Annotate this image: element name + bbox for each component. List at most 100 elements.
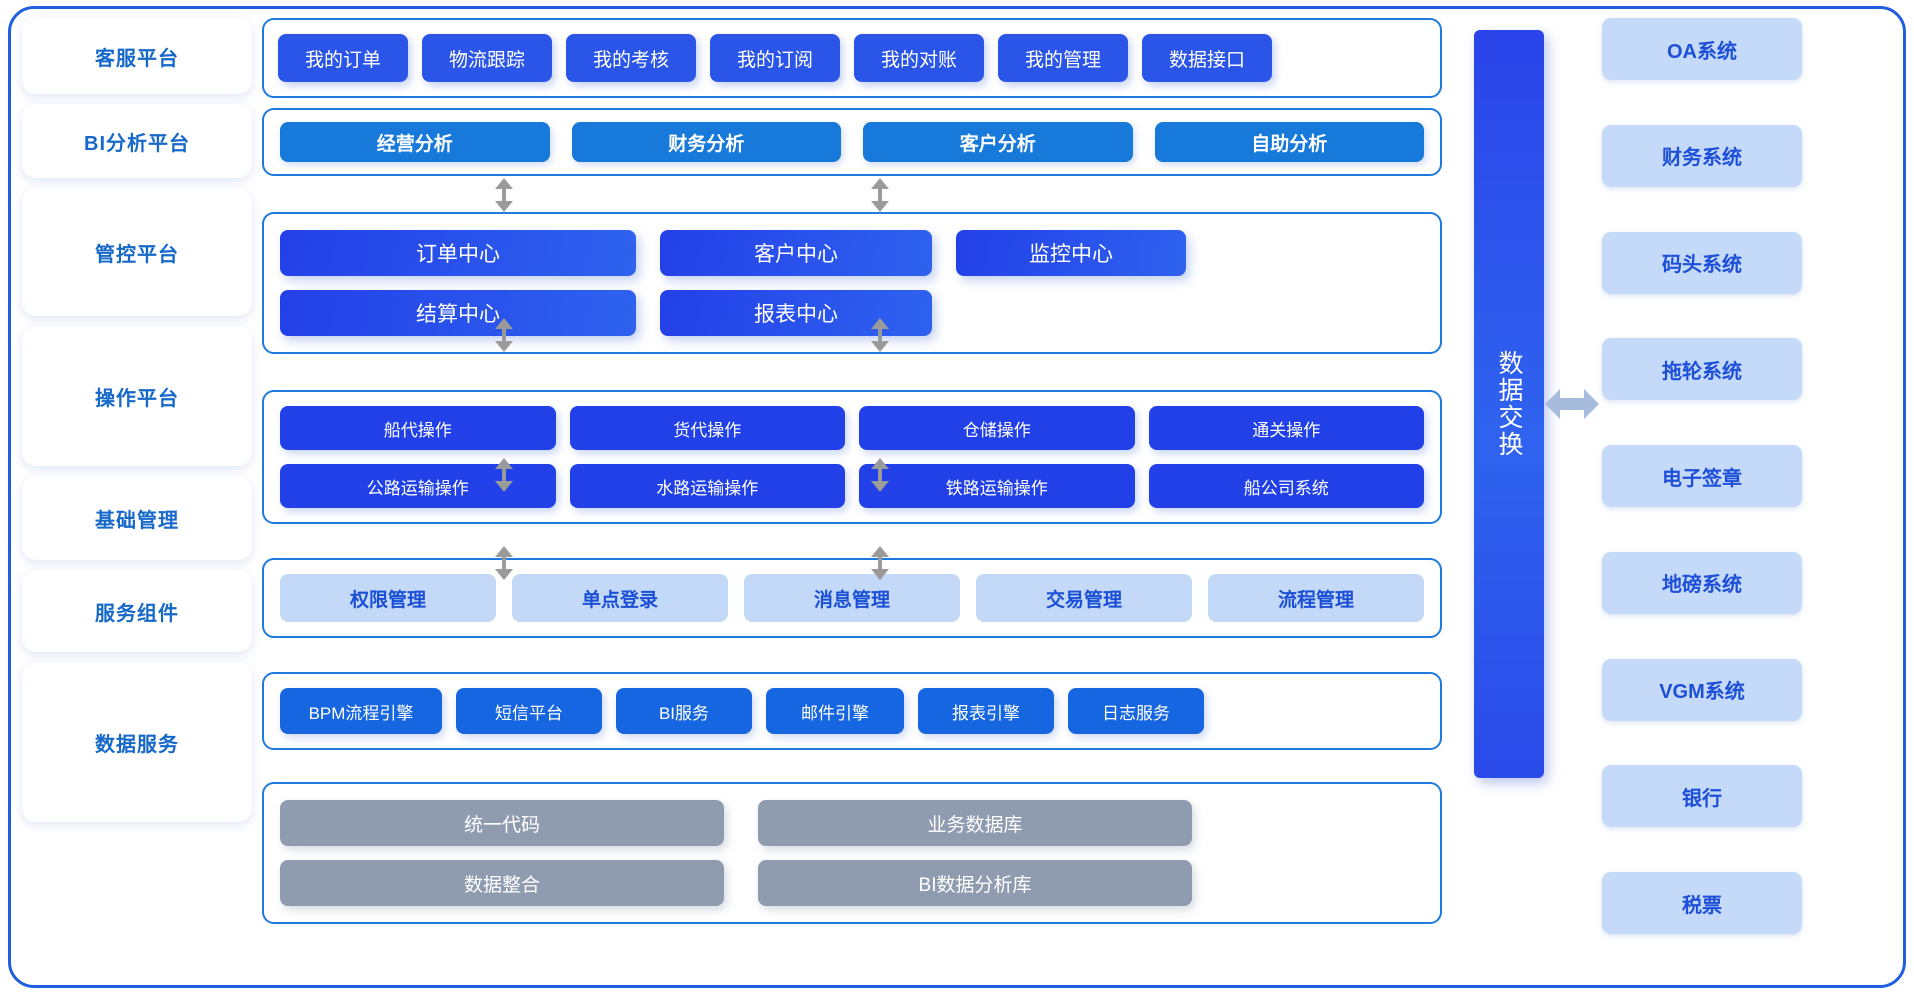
- operation-platform-row-1: 船代操作 货代操作 仓储操作 通关操作: [280, 406, 1424, 450]
- module-label: 财务分析: [668, 133, 745, 155]
- module-single-sign-on[interactable]: 单点登录: [512, 574, 728, 622]
- basic-management-row: 权限管理 单点登录 消息管理 交易管理 流程管理: [280, 574, 1424, 622]
- module-label: 我的考核: [592, 49, 669, 71]
- module-waterway-transport-operation[interactable]: 水路运输操作: [569, 464, 845, 508]
- module-label: 船代操作: [383, 420, 452, 440]
- layer-label-sidebar: 客服平台 BI分析平台 管控平台 操作平台 基础管理 服务组件 数据服务: [22, 18, 252, 832]
- sidebar-item-basic-management[interactable]: 基础管理: [22, 476, 252, 560]
- module-label: 报表引擎: [952, 703, 1020, 723]
- sidebar-item-data-services[interactable]: 数据服务: [22, 662, 252, 822]
- module-report-engine[interactable]: 报表引擎: [918, 688, 1054, 734]
- module-logistics-tracking[interactable]: 物流跟踪: [422, 34, 552, 82]
- module-mail-engine[interactable]: 邮件引擎: [766, 688, 904, 734]
- sidebar-item-label: 数据服务: [95, 733, 179, 756]
- sidebar-item-label: 服务组件: [95, 602, 179, 625]
- module-label: 结算中心: [416, 303, 500, 326]
- sidebar-item-customer-service[interactable]: 客服平台: [22, 18, 252, 94]
- module-data-interface[interactable]: 数据接口: [1142, 34, 1272, 82]
- module-message-management[interactable]: 消息管理: [744, 574, 960, 622]
- data-services-row-1: 统一代码 业务数据库: [280, 800, 1424, 846]
- module-label: 单点登录: [581, 589, 658, 611]
- module-self-service-analysis[interactable]: 自助分析: [1154, 122, 1424, 162]
- double-arrow-icon: [1545, 389, 1599, 419]
- sidebar-item-label: 基础管理: [95, 509, 179, 532]
- external-system-label: 地磅系统: [1662, 574, 1742, 597]
- module-label: 统一代码: [463, 814, 540, 836]
- bi-platform-row: 经营分析 财务分析 客户分析 自助分析: [280, 122, 1424, 162]
- module-data-integration[interactable]: 数据整合: [280, 860, 724, 906]
- module-report-center[interactable]: 报表中心: [660, 290, 932, 336]
- module-shipping-agency-operation[interactable]: 船代操作: [280, 406, 556, 450]
- service-components-row: BPM流程引擎 短信平台 BI服务 邮件引擎 报表引擎 日志服务: [280, 688, 1424, 734]
- module-permission-management[interactable]: 权限管理: [280, 574, 496, 622]
- module-customer-analysis[interactable]: 客户分析: [863, 122, 1133, 162]
- module-my-orders[interactable]: 我的订单: [278, 34, 408, 82]
- module-shipping-company-system[interactable]: 船公司系统: [1148, 464, 1424, 508]
- module-label: 铁路运输操作: [945, 478, 1048, 498]
- external-system-label: 财务系统: [1662, 147, 1742, 170]
- external-system-weighbridge[interactable]: 地磅系统: [1602, 551, 1802, 614]
- module-transaction-management[interactable]: 交易管理: [976, 574, 1192, 622]
- module-settlement-center[interactable]: 结算中心: [280, 290, 636, 336]
- module-monitoring-center[interactable]: 监控中心: [956, 230, 1186, 276]
- module-bpm-process-engine[interactable]: BPM流程引擎: [280, 688, 442, 734]
- connector-arrow-basic-to-service-right: [870, 546, 890, 580]
- external-system-bank[interactable]: 银行: [1602, 765, 1802, 828]
- panel-service-components: BPM流程引擎 短信平台 BI服务 邮件引擎 报表引擎 日志服务: [262, 672, 1442, 750]
- module-label: 邮件引擎: [801, 703, 869, 723]
- module-label: 流程管理: [1277, 589, 1354, 611]
- module-bi-analytics-database[interactable]: BI数据分析库: [758, 860, 1192, 906]
- module-sms-platform[interactable]: 短信平台: [456, 688, 602, 734]
- panel-control-platform: 订单中心 客户中心 监控中心 结算中心 报表中心: [262, 212, 1442, 354]
- external-system-tax-invoice[interactable]: 税票: [1602, 872, 1802, 934]
- module-log-service[interactable]: 日志服务: [1068, 688, 1204, 734]
- external-system-terminal[interactable]: 码头系统: [1602, 231, 1802, 294]
- module-label: 订单中心: [416, 243, 500, 266]
- connector-arrow-basic-to-service-left: [494, 546, 514, 580]
- module-my-assessment[interactable]: 我的考核: [566, 34, 696, 82]
- module-unified-code[interactable]: 统一代码: [280, 800, 724, 846]
- module-warehouse-operation[interactable]: 仓储操作: [859, 406, 1135, 450]
- external-system-label: 拖轮系统: [1662, 360, 1742, 383]
- module-label: BI数据分析库: [918, 874, 1032, 896]
- module-my-reconciliation[interactable]: 我的对账: [854, 34, 984, 82]
- sidebar-item-service-components[interactable]: 服务组件: [22, 570, 252, 652]
- module-customer-center[interactable]: 客户中心: [660, 230, 932, 276]
- module-financial-analysis[interactable]: 财务分析: [571, 122, 841, 162]
- module-freight-forwarding-operation[interactable]: 货代操作: [569, 406, 845, 450]
- panel-data-services: 统一代码 业务数据库 数据整合 BI数据分析库: [262, 782, 1442, 924]
- external-system-oa[interactable]: OA系统: [1602, 18, 1802, 80]
- connector-arrow-bi-to-control-left: [494, 178, 514, 212]
- module-rail-transport-operation[interactable]: 铁路运输操作: [859, 464, 1135, 508]
- module-label: 货代操作: [673, 420, 742, 440]
- module-my-management[interactable]: 我的管理: [998, 34, 1128, 82]
- module-label: 自助分析: [1251, 133, 1328, 155]
- module-label: 公路运输操作: [366, 478, 469, 498]
- external-system-vgm[interactable]: VGM系统: [1602, 658, 1802, 721]
- control-platform-row-1: 订单中心 客户中心 监控中心: [280, 230, 1424, 276]
- sidebar-item-label: 管控平台: [95, 243, 179, 266]
- module-label: 我的对账: [880, 49, 957, 71]
- module-bi-service[interactable]: BI服务: [616, 688, 752, 734]
- diagram-layout: 客服平台 BI分析平台 管控平台 操作平台 基础管理 服务组件 数据服务: [22, 18, 1892, 970]
- module-label: 通关操作: [1252, 420, 1321, 440]
- module-my-subscription[interactable]: 我的订阅: [710, 34, 840, 82]
- external-system-tugboat[interactable]: 拖轮系统: [1602, 338, 1802, 401]
- sidebar-item-label: 客服平台: [95, 47, 179, 70]
- module-road-transport-operation[interactable]: 公路运输操作: [280, 464, 556, 508]
- sidebar-item-operation-platform[interactable]: 操作平台: [22, 326, 252, 466]
- external-system-e-signature[interactable]: 电子签章: [1602, 445, 1802, 507]
- module-business-database[interactable]: 业务数据库: [758, 800, 1192, 846]
- module-customs-operation[interactable]: 通关操作: [1148, 406, 1424, 450]
- customer-service-row: 我的订单 物流跟踪 我的考核 我的订阅 我的对账 我的管理 数据接口: [278, 34, 1426, 82]
- sidebar-item-bi-platform[interactable]: BI分析平台: [22, 104, 252, 178]
- module-business-analysis[interactable]: 经营分析: [280, 122, 550, 162]
- sidebar-item-control-platform[interactable]: 管控平台: [22, 188, 252, 316]
- module-order-center[interactable]: 订单中心: [280, 230, 636, 276]
- connector-arrow-bi-to-control-right: [870, 178, 890, 212]
- external-system-finance[interactable]: 财务系统: [1602, 124, 1802, 187]
- module-process-management[interactable]: 流程管理: [1208, 574, 1424, 622]
- external-system-label: 码头系统: [1662, 254, 1742, 276]
- module-label: 船公司系统: [1243, 478, 1329, 498]
- data-exchange-bar[interactable]: 数据交换: [1474, 30, 1544, 778]
